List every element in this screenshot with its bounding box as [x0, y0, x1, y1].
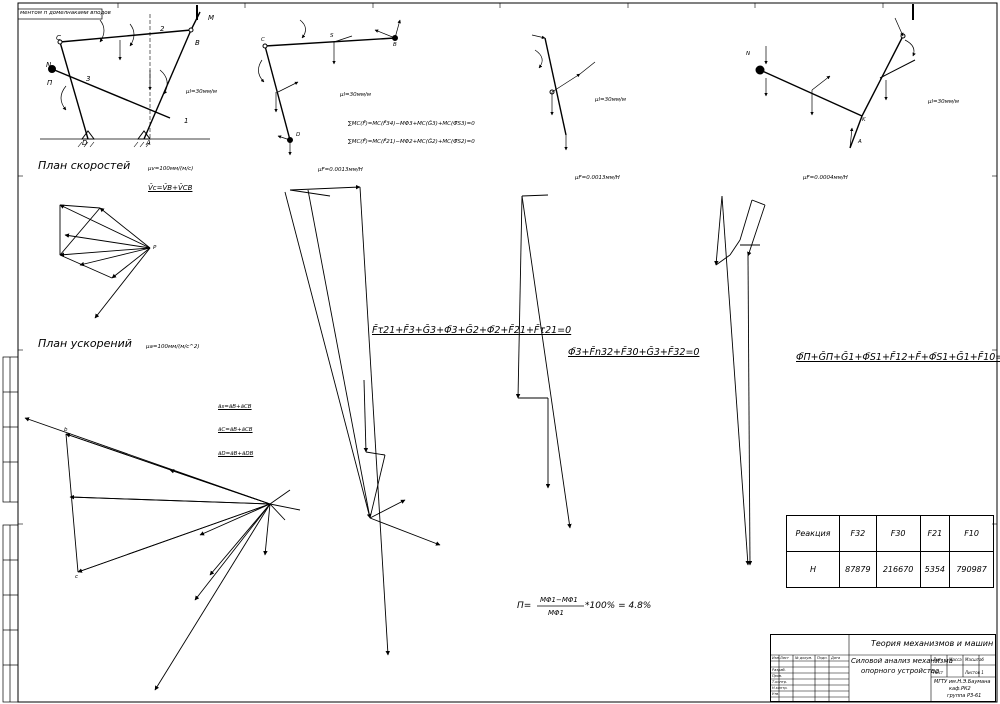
mechanism-diagram [40, 5, 210, 148]
reactions-col-f10: F10 [949, 515, 994, 552]
reactions-row-label: Н [786, 551, 840, 588]
title-block-row-ncontr: Н.контр. [772, 686, 788, 690]
group2-poly-scale: μF=0.0013мм/Н [318, 167, 363, 173]
point-d-label: D [82, 139, 88, 147]
group3-diagram [531, 34, 596, 151]
velocity-plan-title: План скоростей [38, 159, 131, 172]
group3-scale: μl=30мм/м [595, 97, 626, 103]
acceleration-eq-2: āC=āB+āCB [218, 427, 253, 433]
reactions-col-f32: F32 [839, 515, 877, 552]
title-block-cell-scale: Масштаб [965, 657, 985, 662]
error-formula-numerator: MΦ1−MΦ1 [540, 596, 578, 604]
point-m-label: M [208, 14, 215, 22]
title-block-row-docnum: № докум. [795, 656, 813, 660]
acceleration-plan-scale: μa=100мм/(м/с^2) [146, 344, 200, 350]
link-3-label: 3 [86, 75, 91, 83]
link-2-label: 2 [160, 25, 165, 33]
title-block-row-izm: Изм. [772, 656, 781, 660]
group2-point-c: C [261, 37, 265, 43]
accel-point-c-label: c [75, 574, 79, 580]
title-block-cell-sheets: Листов 1 [965, 670, 984, 675]
frame-tick-marks [18, 3, 997, 525]
point-a-label: A [146, 139, 151, 147]
reactions-col-f30: F30 [875, 515, 921, 552]
title-block-row-dev: Разраб. [772, 668, 786, 672]
reactions-header-label: Реакция [786, 515, 840, 552]
accel-point-b-label: b [64, 427, 68, 433]
group4-point-k: K [862, 117, 866, 123]
reactions-value-f32: 87879 [839, 551, 877, 588]
point-p-label: П [47, 79, 53, 87]
group4-poly-scale: μF=0.0004мм/Н [803, 175, 848, 181]
title-block-row-approve: Утв. [772, 692, 780, 696]
acceleration-eq-1: ās=āB+āCB [218, 404, 252, 410]
title-block-row-check: Пров. [772, 674, 783, 678]
point-b-label: B [195, 39, 200, 47]
header-note-box [17, 8, 103, 20]
velocity-plan-diagram [59, 204, 151, 319]
title-block-cell-lit: Лит. [933, 657, 943, 662]
title-block-org-line3: группа РЗ-61 [947, 693, 982, 699]
title-block-cell-mass: Масса [949, 657, 962, 662]
acceleration-plan-title: План ускорений [38, 337, 132, 350]
group4-point-a: A [858, 139, 862, 145]
group2-point-b: B [393, 42, 397, 48]
title-block-grid [771, 635, 995, 701]
point-c-label: C [56, 34, 61, 42]
link-1-label: 1 [184, 117, 189, 125]
title-block-row-date: Дата [831, 656, 841, 660]
group4-scale: μl=30мм/м [928, 99, 959, 105]
title-block: Теория механизмов и машин Силовой анализ… [770, 634, 996, 702]
group4-point-n: N [746, 51, 751, 57]
group2-vector-equation: F̄τ21+F̄3+Ḡ3+Φ̄3+Ḡ2+Φ̄2+F̄21+F̄τ21=0 [372, 325, 572, 336]
velocity-plan-equation: V̄c=V̄B+V̄CB [148, 184, 193, 192]
velocity-plan-scale: μv=100мм/(м/с) [148, 166, 194, 172]
group4-vector-equation: Φ̄П+ḠП+Ḡ1+Φ̄S1+F̄12+F̄+Φ̄S1+Ḡ1+F̄10=0 [796, 352, 1000, 363]
error-formula-denominator: MΦ1 [548, 609, 565, 617]
group4-diagram [755, 4, 916, 149]
title-block-row-tcontr: Т.контр. [772, 680, 788, 684]
group2-moment-eq2: ∑MC(F̄)=MC(F̄21)−MΦ2+MC(Ḡ2)+MC(Φ̄S2)=0 [348, 139, 475, 145]
error-formula-rhs: *100% = 4.8% [585, 601, 652, 611]
header-note: ментом п домелнаками вподов [20, 10, 111, 16]
title-block-org-line2: каф.РК2 [949, 686, 971, 692]
reactions-value-f10: 790987 [949, 551, 994, 588]
reactions-value-f30: 216670 [875, 551, 921, 588]
mechanism-scale: μl=30мм/м [186, 89, 217, 95]
title-block-subject-line2: опорного устройства [861, 667, 940, 675]
group4-force-polygon [714, 195, 766, 566]
group3-force-polygon [515, 194, 572, 529]
left-binding-strip [2, 356, 19, 703]
error-formula-lhs: П= [517, 601, 532, 611]
group3-poly-scale: μF=0.0013мм/Н [575, 175, 620, 181]
group2-force-polygon [284, 184, 441, 656]
title-block-course: Теория механизмов и машин [871, 639, 994, 648]
group2-point-d: D [296, 132, 301, 138]
reactions-col-f21: F21 [919, 515, 951, 552]
acceleration-eq-3: āD=āB+āDB [218, 451, 254, 457]
reactions-table: Реакция F32 F30 F21 F10 Н 87879 216670 5… [786, 515, 994, 588]
title-block-cell-sheet: Лист [933, 670, 944, 675]
title-block-org-line1: МГТУ им.Н.Э.Баумана [934, 679, 991, 685]
title-block-subject-line1: Силовой анализ механизма [851, 657, 953, 665]
velocity-pole-label: P [153, 245, 157, 251]
group2-point-s: S [330, 33, 334, 39]
group2-scale: μl=30мм/м [340, 92, 371, 98]
group2-moment-eq1: ∑MC(F̄)=MC(F̄34)−MΦ3+MC(Ḡ3)+MC(Φ̄S3)=0 [348, 121, 475, 127]
reactions-value-f21: 5354 [919, 551, 951, 588]
title-block-row-list: Лист [780, 656, 789, 660]
title-block-row-sign: Подп. [817, 656, 828, 660]
point-n-label: N [46, 61, 52, 69]
group2-diagram [258, 19, 401, 156]
sheet-frame [17, 2, 998, 703]
group3-vector-equation: Φ̄3+F̄n32+F̄30+Ḡ3+F̄32=0 [568, 347, 700, 358]
acceleration-plan-diagram [24, 417, 301, 691]
